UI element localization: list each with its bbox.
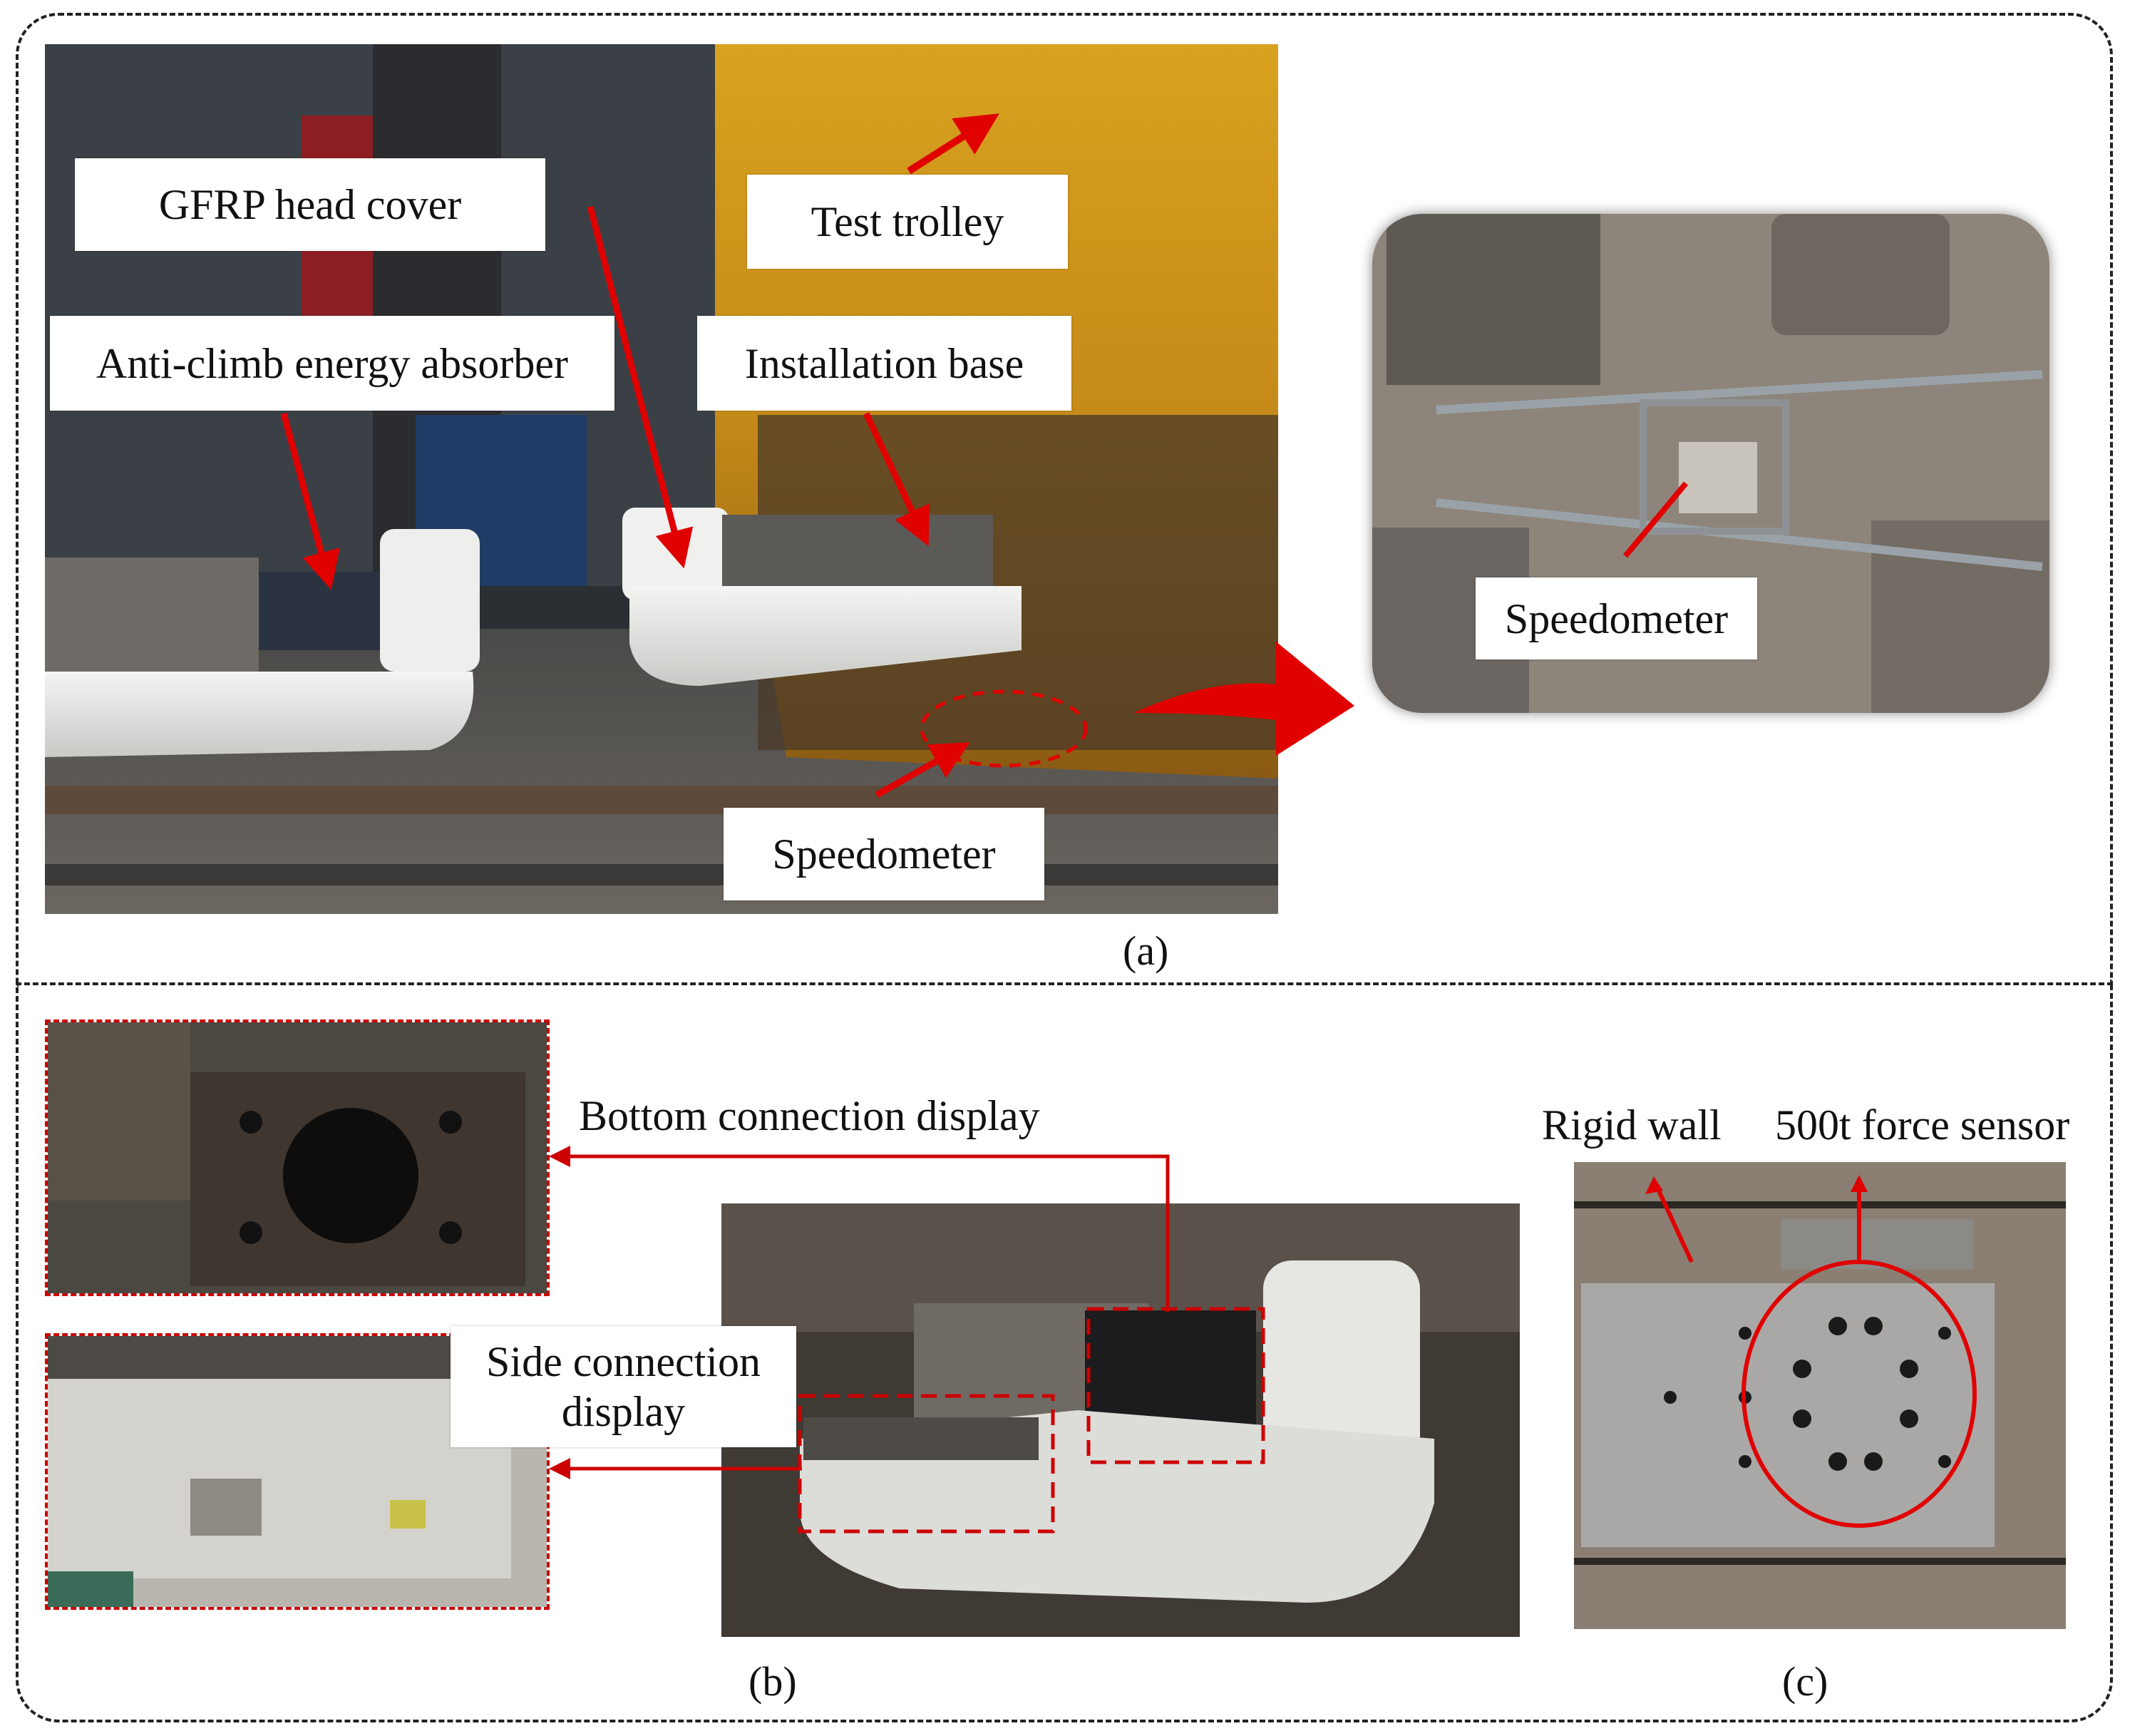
label-side-connection-line2: display xyxy=(561,1388,686,1435)
caption-b: (b) xyxy=(748,1658,797,1705)
label-bottom-connection: Bottom connection display xyxy=(579,1092,1040,1139)
label-test-trolley: Test trolley xyxy=(747,175,1068,269)
label-rigid-wall: Rigid wall xyxy=(1542,1101,1722,1149)
panel-b-photo xyxy=(721,1203,1520,1637)
caption-c: (c) xyxy=(1782,1658,1828,1705)
panel-bc-frame xyxy=(16,982,2113,1722)
label-installation-base: Installation base xyxy=(697,316,1071,411)
label-force-sensor: 500t force sensor xyxy=(1775,1101,2070,1149)
panel-b-arrows xyxy=(549,1146,1170,1479)
caption-a: (a) xyxy=(1123,928,1169,974)
label-speedometer-main: Speedometer xyxy=(724,808,1044,900)
label-anti-climb-absorber: Anti-climb energy absorber xyxy=(50,316,614,411)
bottom-connection-photo xyxy=(45,1019,550,1296)
panel-a-arrows xyxy=(280,113,1354,798)
panel-a-frame xyxy=(16,13,2113,982)
label-side-connection-line1: Side connection xyxy=(486,1338,761,1385)
label-speedometer-inset: Speedometer xyxy=(1476,577,1757,659)
label-gfrp-head-cover: GFRP head cover xyxy=(75,158,545,251)
side-connection-photo xyxy=(45,1333,550,1610)
panel-c-photo xyxy=(1574,1162,2066,1629)
label-side-connection: Side connection display xyxy=(451,1326,796,1447)
